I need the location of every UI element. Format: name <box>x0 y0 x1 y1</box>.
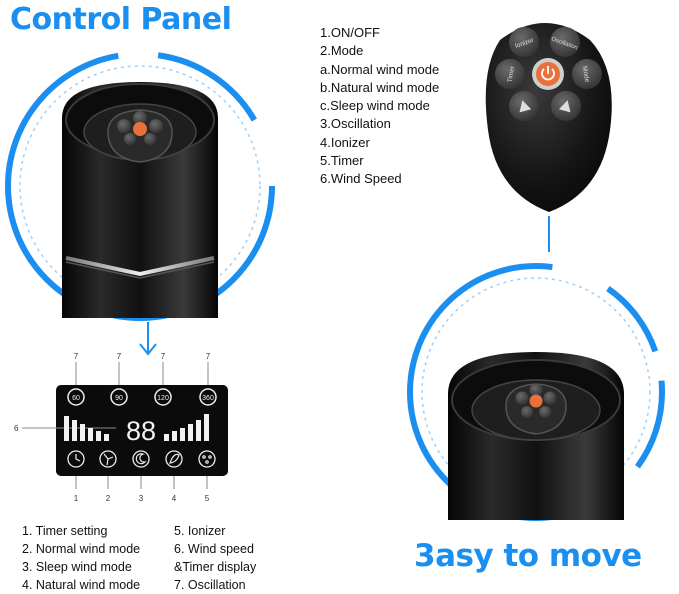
timer-button <box>495 59 525 89</box>
callout-1: 1 <box>74 494 79 503</box>
callout-5: 5 <box>205 494 210 503</box>
timer-button-label: Timer <box>507 65 517 83</box>
panel-legend-left: 1. Timer setting 2. Normal wind mode 3. … <box>22 522 140 594</box>
knob-button <box>521 406 533 418</box>
triangle-up-icon <box>558 100 571 113</box>
legend-item: 4. Natural wind mode <box>22 578 141 592</box>
moon-icon <box>132 450 150 468</box>
tower-closeup-left <box>5 51 275 321</box>
silver-chevron-shadow <box>65 261 215 279</box>
legend-item: b.Natural wind mode <box>320 79 440 95</box>
callout-7: 7 <box>206 352 211 361</box>
timer-digits: 88 <box>126 416 156 446</box>
timer-60-icon: 60 <box>72 395 80 402</box>
knob-button <box>144 133 156 145</box>
panel-legend-right: 5. Ionizer 6. Wind speed &Timer display … <box>174 522 256 594</box>
callout-6: 6 <box>14 424 19 433</box>
tower-closeup-right <box>407 263 665 521</box>
legend-item: 1.ON/OFF <box>320 25 380 40</box>
remote-legend: 1.ON/OFF 2.Mode a.Normal wind mode b.Nat… <box>320 24 439 189</box>
legend-item: 1. Timer setting <box>22 524 108 538</box>
ionizer-icon <box>198 450 216 468</box>
callout-4: 4 <box>172 494 177 503</box>
slogan: 3asy to move <box>414 538 642 574</box>
clock-icon <box>67 450 85 468</box>
knob-button <box>543 391 557 405</box>
legend-item: 2.Mode <box>320 43 364 59</box>
leaf-icon <box>165 450 183 468</box>
legend-item: 2. Normal wind mode <box>22 542 141 556</box>
legend-item: 3. Sleep wind mode <box>22 560 132 574</box>
legend-item: 5. Ionizer <box>174 524 226 538</box>
legend-item: a.Normal wind mode <box>320 61 440 77</box>
down-arrow <box>139 322 157 356</box>
wind-speed-bars-left <box>64 416 109 441</box>
knob-button <box>515 391 529 405</box>
remote-body <box>485 23 612 212</box>
legend-item: c.Sleep wind mode <box>320 98 430 114</box>
knob-button <box>117 119 131 133</box>
wind-speed-bars-right <box>164 414 209 441</box>
led-display: 7 7 7 7 6 1 2 3 4 5 60 90 120 360 88 <box>14 352 228 503</box>
callout-7: 7 <box>161 352 166 361</box>
silver-chevron <box>65 256 215 277</box>
mode-button <box>572 59 602 89</box>
timer-120-icon: 120 <box>157 395 169 402</box>
remote-control: Ionizer Oscillation Timer Mode <box>485 23 612 252</box>
blue-ring-dotted <box>19 65 261 307</box>
power-button <box>529 394 543 408</box>
display-screen <box>56 385 228 476</box>
ionizer-button <box>509 27 539 57</box>
mode-button-label: Mode <box>581 66 591 84</box>
triangle-up-icon <box>519 100 532 113</box>
callout-7: 7 <box>74 352 79 361</box>
knob-button <box>124 133 136 145</box>
legend-item: 6.Wind Speed <box>320 171 402 187</box>
legend-item: 4.Ionizer <box>320 134 370 150</box>
fan-icon <box>99 450 117 468</box>
timer-360-icon: 360 <box>202 395 214 402</box>
legend-item: 7. Oscillation <box>174 578 246 592</box>
power-button <box>133 122 147 136</box>
callout-3: 3 <box>139 494 144 503</box>
blue-ring-dotted <box>421 277 651 507</box>
knob-button <box>133 111 147 125</box>
timer-90-icon: 90 <box>115 395 123 402</box>
knob-button <box>539 406 551 418</box>
callout-2: 2 <box>106 494 111 503</box>
knob-button <box>149 119 163 133</box>
page-title: Control Panel <box>10 2 232 37</box>
legend-item: 3.Oscillation <box>320 116 391 132</box>
legend-item: 6. Wind speed <box>174 542 254 556</box>
legend-item: &Timer display <box>174 560 257 574</box>
knob-button <box>529 383 543 397</box>
oscillation-button <box>550 27 580 57</box>
callout-7: 7 <box>117 352 122 361</box>
legend-item: 5.Timer <box>320 153 364 169</box>
